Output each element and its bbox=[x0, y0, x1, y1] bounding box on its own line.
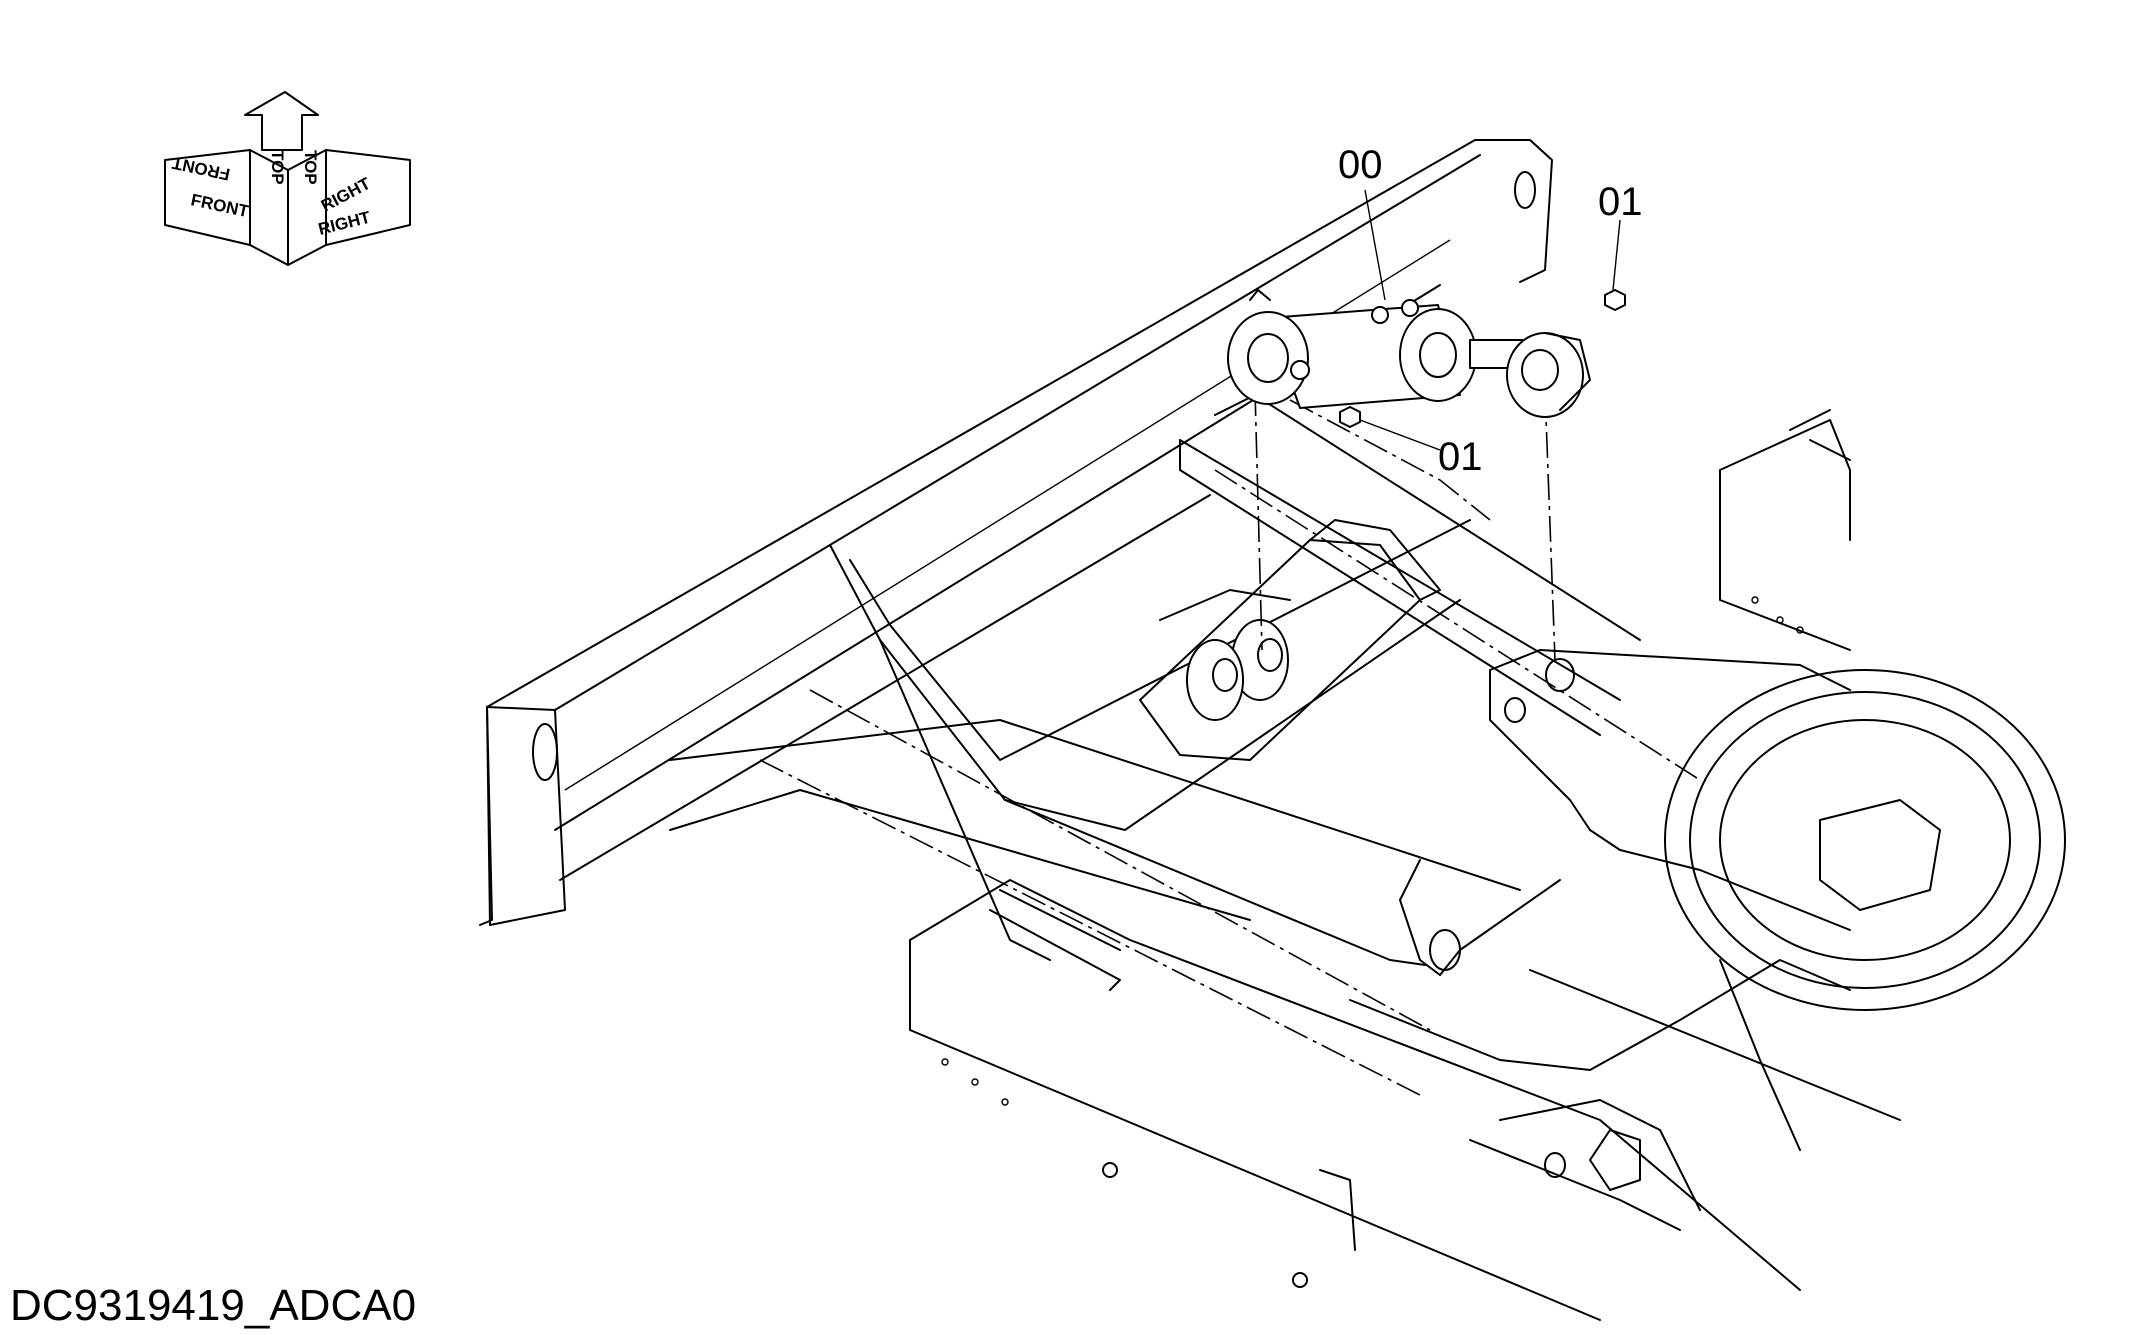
orientation-indicator: FRONT FRONT TOP TOP RIGHT RIGHT bbox=[164, 91, 411, 266]
lower-frame bbox=[669, 394, 1701, 1096]
top-label: TOP bbox=[268, 150, 287, 185]
track-frame bbox=[909, 879, 1901, 1321]
mount-crossbar bbox=[1139, 519, 1441, 761]
hydraulic-cylinder bbox=[1227, 289, 1591, 418]
top-label-mirror: TOP bbox=[301, 150, 320, 185]
hydraulic-fittings bbox=[1339, 289, 1626, 428]
callout-cylinder-label: 00 bbox=[1338, 143, 1383, 187]
blade-arm bbox=[1399, 649, 1851, 976]
callout-leaders bbox=[1359, 189, 1621, 451]
assembly-centerlines bbox=[1254, 389, 1556, 661]
slewing-ring bbox=[1664, 669, 2066, 1011]
right-housing bbox=[1719, 409, 1851, 651]
callout-fitting-top-label: 01 bbox=[1598, 180, 1643, 224]
document-id: DC9319419_ADCA0 bbox=[10, 1281, 417, 1330]
callout-fitting-bottom-label: 01 bbox=[1438, 435, 1483, 479]
